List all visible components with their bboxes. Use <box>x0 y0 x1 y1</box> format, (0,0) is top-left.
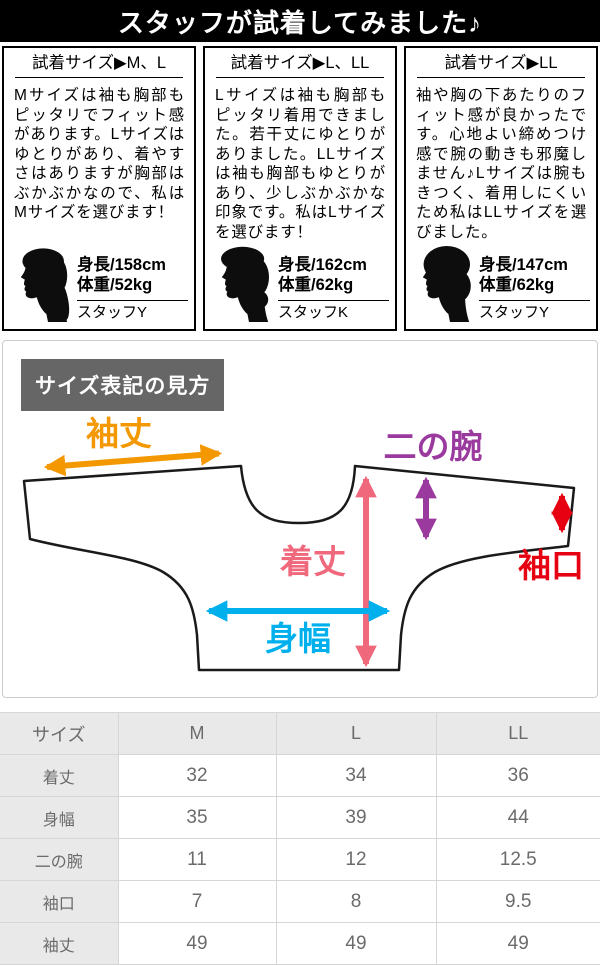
staff-name: スタッフK <box>278 304 349 321</box>
review-size-label: 試着サイズ▶L、LL <box>230 54 370 72</box>
review-card-1: 試着サイズ▶M、L Mサイズは袖も胸部もピッタリでフィット感があります。Lサイズ… <box>2 46 196 331</box>
divider <box>417 77 585 78</box>
size-diagram-section: サイズ表記の見方 <box>2 340 598 698</box>
col-header-l: L <box>275 712 437 755</box>
row-label: 袖口 <box>0 880 119 923</box>
staff-avatar-roundbob-icon <box>410 242 474 322</box>
row-label: 袖丈 <box>0 922 119 965</box>
divider <box>77 300 188 301</box>
cell-value: 12 <box>275 838 437 881</box>
body-length-label: 着丈 <box>280 543 346 580</box>
staff-profile: 身長/147cm 体重/62kg スタッフY <box>406 242 596 329</box>
cell-value: 49 <box>435 922 600 965</box>
cuff-label: 袖口 <box>518 547 584 584</box>
staff-weight: 体重/62kg <box>479 276 555 294</box>
review-card-2: 試着サイズ▶L、LL Lサイズは袖も胸部もピッタリ着用できました。若干丈にゆとり… <box>203 46 397 331</box>
review-body: Mサイズは袖も胸部もピッタリでフィット感があります。Lサイズはゆとりがあり、着や… <box>14 87 185 221</box>
staff-avatar-shortbob-icon <box>209 242 273 322</box>
table-row-upper-arm: 二の腕 11 12 12.5 <box>0 838 600 881</box>
table-row-body-width: 身幅 35 39 44 <box>0 796 600 839</box>
review-size-label: 試着サイズ▶LL <box>444 54 558 72</box>
divider <box>479 300 590 301</box>
col-header-size: サイズ <box>0 712 119 755</box>
upper-arm-label: 二の腕 <box>384 428 483 465</box>
staff-info: 身長/147cm 体重/62kg スタッフY <box>474 255 590 322</box>
cell-value: 11 <box>117 838 277 881</box>
divider <box>216 77 384 78</box>
staff-weight: 体重/52kg <box>77 276 153 294</box>
staff-info: 身長/158cm 体重/52kg スタッフY <box>72 255 188 322</box>
staff-info: 身長/162cm 体重/62kg スタッフK <box>273 255 389 322</box>
review-body: 袖や胸の下あたりのフィット感が良かったです。心地よい締めつけ感で腕の動きも邪魔し… <box>416 87 587 241</box>
staff-name: スタッフY <box>77 304 148 321</box>
row-label: 身幅 <box>0 796 119 839</box>
sleeve-length-arrow <box>43 444 223 477</box>
table-row-cuff: 袖口 7 8 9.5 <box>0 880 600 923</box>
staff-height: 身長/162cm <box>278 256 367 274</box>
cell-value: 8 <box>275 880 437 923</box>
body-width-label: 身幅 <box>265 620 331 657</box>
table-row-body-length: 着丈 32 34 36 <box>0 754 600 797</box>
staff-reviews-section: 試着サイズ▶M、L Mサイズは袖も胸部もピッタリでフィット感があります。Lサイズ… <box>0 42 600 340</box>
col-header-ll: LL <box>435 712 600 755</box>
staff-profile: 身長/158cm 体重/52kg スタッフY <box>4 242 194 329</box>
review-card-3: 試着サイズ▶LL 袖や胸の下あたりのフィット感が良かったです。心地よい締めつけ感… <box>404 46 598 331</box>
table-row-sleeve-length: 袖丈 49 49 49 <box>0 922 600 965</box>
cell-value: 49 <box>275 922 437 965</box>
size-table-header-row: サイズ M L LL <box>0 712 600 755</box>
staff-name: スタッフY <box>479 304 550 321</box>
cell-value: 36 <box>435 754 600 797</box>
cell-value: 7 <box>117 880 277 923</box>
staff-weight: 体重/62kg <box>278 276 354 294</box>
cell-value: 32 <box>117 754 277 797</box>
row-label: 着丈 <box>0 754 119 797</box>
cell-value: 49 <box>117 922 277 965</box>
staff-avatar-ponytail-icon <box>8 242 72 322</box>
page-title: スタッフが試着してみました♪ <box>0 0 600 42</box>
size-table: サイズ M L LL 着丈 32 34 36 身幅 35 39 44 二の腕 1… <box>0 712 600 965</box>
staff-height: 身長/158cm <box>77 256 166 274</box>
review-size-label: 試着サイズ▶M、L <box>31 54 167 72</box>
cell-value: 34 <box>275 754 437 797</box>
cell-value: 9.5 <box>435 880 600 923</box>
garment-measurement-diagram: 袖丈 二の腕 着丈 身幅 袖口 <box>22 415 584 672</box>
col-header-m: M <box>117 712 277 755</box>
staff-height: 身長/147cm <box>479 256 568 274</box>
sleeve-length-label: 袖丈 <box>86 415 152 452</box>
divider <box>15 77 183 78</box>
cell-value: 39 <box>275 796 437 839</box>
staff-profile: 身長/162cm 体重/62kg スタッフK <box>205 242 395 329</box>
size-diagram-title: サイズ表記の見方 <box>21 359 225 411</box>
cell-value: 35 <box>117 796 277 839</box>
divider <box>278 300 389 301</box>
cell-value: 12.5 <box>435 838 600 881</box>
review-body: Lサイズは袖も胸部もピッタリ着用できました。若干丈にゆとりがありました。LLサイ… <box>215 87 386 241</box>
cell-value: 44 <box>435 796 600 839</box>
row-label: 二の腕 <box>0 838 119 881</box>
